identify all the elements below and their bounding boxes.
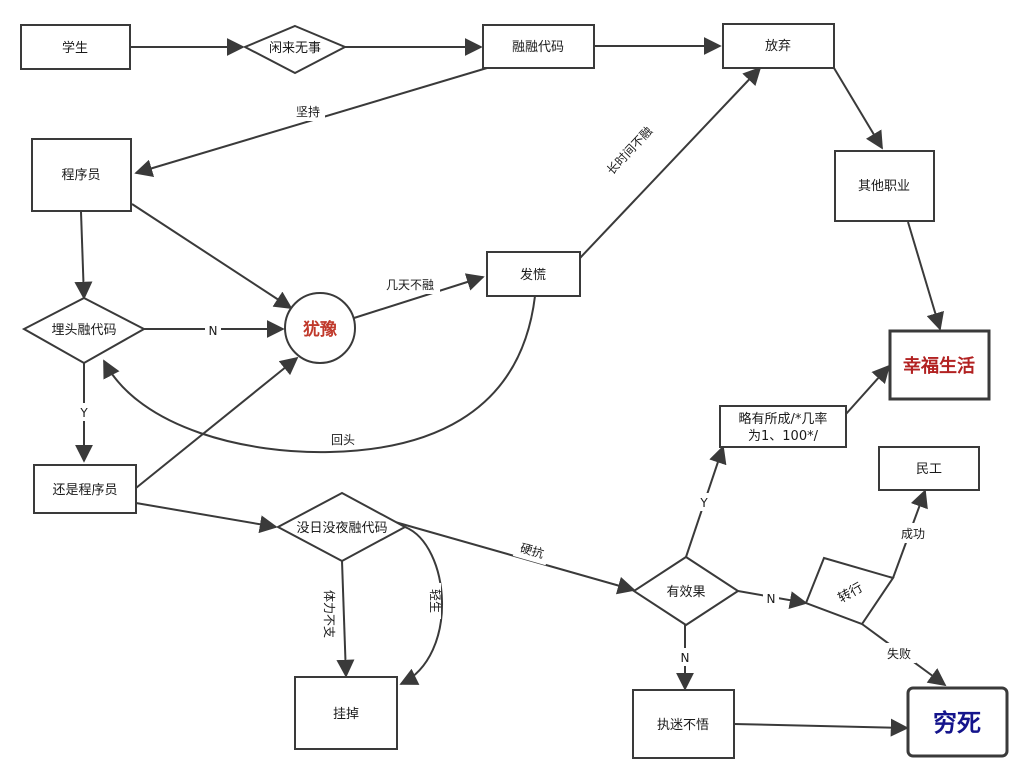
node-effective-label: 有效果 (666, 585, 705, 600)
node-poor-death: 穷死 (906, 686, 1009, 758)
node-programmer-label: 程序员 (61, 168, 100, 183)
edge-success-happy (845, 364, 891, 415)
edge-label-fail: 失败 (887, 646, 911, 661)
node-other-job: 其他职业 (834, 150, 935, 222)
edge-label-y-effect: Y (699, 496, 708, 510)
node-stubborn: 执迷不悟 (632, 689, 735, 759)
edge-programmer-bury (74, 211, 93, 300)
node-stubborn-label: 执迷不悟 (657, 718, 709, 733)
node-day-night: 没日没夜融代码 (275, 491, 408, 563)
edge-label-turn-back: 回头 (331, 433, 355, 447)
node-student-label: 学生 (62, 40, 88, 56)
node-still-programmer: 还是程序员 (33, 464, 137, 514)
node-panic: 发慌 (486, 251, 581, 297)
node-worker-label: 民工 (916, 462, 942, 477)
edge-label-y-still: Y (79, 406, 88, 420)
node-programmer: 程序员 (31, 138, 132, 212)
node-poor-death-label: 穷死 (933, 708, 981, 737)
node-effective: 有效果 (632, 555, 740, 627)
node-happy-life: 幸福生活 (888, 329, 991, 401)
edge-label-n-change: N (767, 592, 776, 606)
edge-labels: 坚持 长时间不融 几天不融 N Y 回头 硬抗 Y N N 成功 失败 体力不支… (76, 101, 930, 666)
node-student: 学生 (20, 24, 131, 70)
node-change-job: 转行 (804, 556, 895, 626)
nodes: 学生 闲来无事 融融代码 放弃 程序员 其他职业 埋头融代码 犹 (20, 23, 1009, 759)
edge-hesitate-panic (353, 273, 485, 319)
node-some-success: 略有所成/*几率 为1、100*/ (719, 405, 847, 448)
node-hack-code-label: 融融代码 (512, 40, 564, 55)
edge-label-n-hesitate: N (209, 324, 218, 338)
node-idle: 闲来无事 (242, 24, 348, 75)
edge-still-daynight (135, 502, 278, 534)
node-hesitate: 犹豫 (284, 292, 356, 364)
node-happy-life-label: 幸福生活 (903, 355, 975, 377)
node-day-night-label: 没日没夜融代码 (296, 521, 387, 536)
edge-label-suicide: 轻生 (428, 589, 442, 613)
edge-label-few-days: 几天不融 (386, 278, 434, 292)
edge-panic-giveup (579, 66, 762, 259)
edge-label-long-time: 长时间不融 (604, 124, 655, 177)
edge-daynight-die-curve (399, 526, 443, 685)
node-still-programmer-label: 还是程序员 (52, 483, 117, 498)
edge-other-happy (907, 221, 944, 331)
node-give-up-label: 放弃 (765, 39, 791, 54)
edge-label-success: 成功 (901, 527, 925, 541)
node-some-success-label: 略有所成/*几率 (739, 411, 828, 427)
node-worker: 民工 (878, 446, 980, 491)
edge-panic-bury (103, 295, 536, 454)
node-bury-head: 埋头融代码 (21, 296, 147, 365)
edge-label-n-stubborn: N (681, 651, 690, 665)
edge-programmer-hesitate (131, 203, 293, 309)
edge-label-exhausted: 体力不支 (322, 590, 336, 638)
node-idle-label: 闲来无事 (269, 41, 321, 56)
node-panic-label: 发慌 (520, 267, 546, 283)
node-hack-code: 融融代码 (482, 24, 595, 69)
edge-giveup-other (833, 67, 883, 150)
edge-label-persist: 坚持 (296, 104, 320, 119)
node-some-success-label-2: 为1、100*/ (748, 429, 819, 444)
node-other-job-label: 其他职业 (858, 179, 910, 194)
edge-stubborn-poor (733, 718, 909, 737)
edges (74, 37, 947, 737)
node-die: 挂掉 (294, 676, 398, 750)
node-hesitate-label: 犹豫 (303, 319, 337, 340)
node-give-up: 放弃 (722, 23, 835, 69)
edge-still-hesitate (135, 356, 299, 489)
edge-label-fight: 硬抗 (519, 540, 546, 561)
node-bury-head-label: 埋头融代码 (51, 323, 116, 338)
edge-daynight-die (336, 560, 355, 678)
node-die-label: 挂掉 (333, 707, 359, 722)
